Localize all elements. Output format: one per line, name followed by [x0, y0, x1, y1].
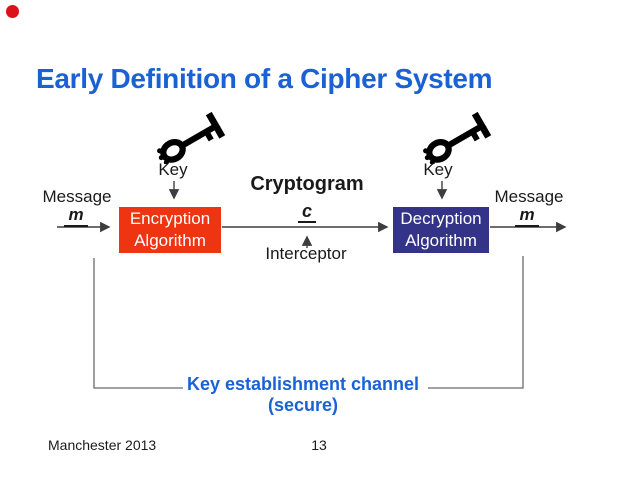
- message-out-label: Message: [494, 187, 564, 206]
- key-icon: [416, 110, 494, 164]
- cryptogram-symbol: c: [285, 202, 329, 223]
- encryption-box-line2: Algorithm: [134, 231, 206, 250]
- record-dot-icon: [6, 5, 19, 18]
- page-title: Early Definition of a Cipher System: [36, 63, 493, 94]
- key-label-right: Key: [423, 160, 453, 179]
- page-number: 13: [311, 437, 327, 453]
- message-in-label: Message: [42, 187, 112, 206]
- encryption-box-line1: Encryption: [129, 209, 211, 228]
- key-icon: [150, 110, 228, 164]
- channel-label-line1: Key establishment channel: [186, 374, 420, 394]
- cryptogram-label: Cryptogram: [250, 173, 364, 195]
- encryption-algorithm-box: Encryption Algorithm: [119, 207, 221, 253]
- decryption-box-line1: Decryption: [400, 209, 482, 228]
- key-label-left: Key: [158, 160, 188, 179]
- decryption-algorithm-box: Decryption Algorithm: [393, 207, 489, 253]
- channel-label-line2: (secure): [267, 395, 339, 415]
- channel-line-left: [93, 258, 183, 389]
- decryption-box-line2: Algorithm: [405, 231, 477, 250]
- message-out-symbol: m: [505, 206, 549, 227]
- message-in-symbol: m: [54, 206, 98, 227]
- channel-line-right: [428, 256, 524, 389]
- interceptor-label: Interceptor: [265, 244, 347, 263]
- key-establishment-channel-label: Key establishment channel (secure): [153, 374, 453, 416]
- footer-text: Manchester 2013: [48, 437, 157, 453]
